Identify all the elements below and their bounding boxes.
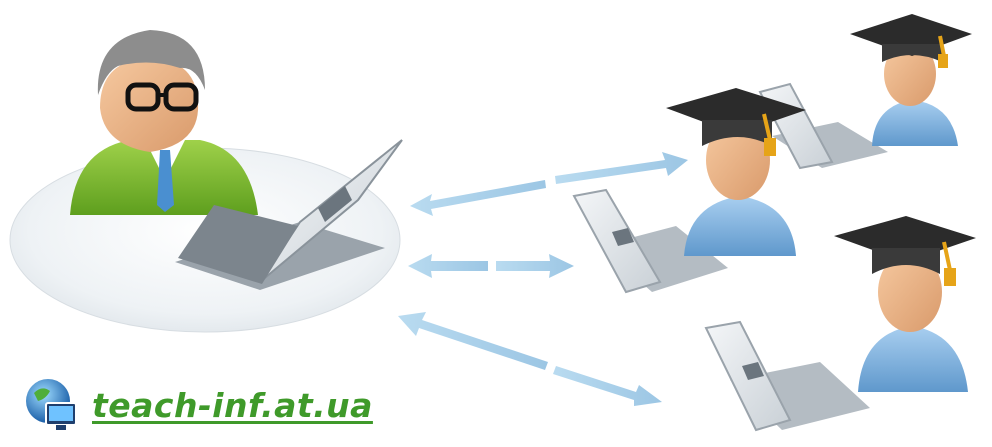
student-avatar-icon [850, 14, 972, 146]
laptop-icon [175, 139, 403, 290]
connection-arrows [398, 152, 688, 406]
laptop-icon [704, 320, 870, 432]
laptop-icon [758, 82, 888, 170]
arrow-top [410, 152, 688, 216]
site-link[interactable]: teach-inf.at.ua [92, 385, 373, 425]
arrow-bottom [398, 312, 662, 406]
site-footer: teach-inf.at.ua [22, 374, 373, 436]
arrow-middle [408, 254, 574, 278]
student-avatar-icon [666, 88, 806, 256]
teacher-avatar-icon [70, 30, 258, 215]
globe-computer-icon [26, 379, 77, 430]
student-avatar-icon [834, 216, 976, 392]
